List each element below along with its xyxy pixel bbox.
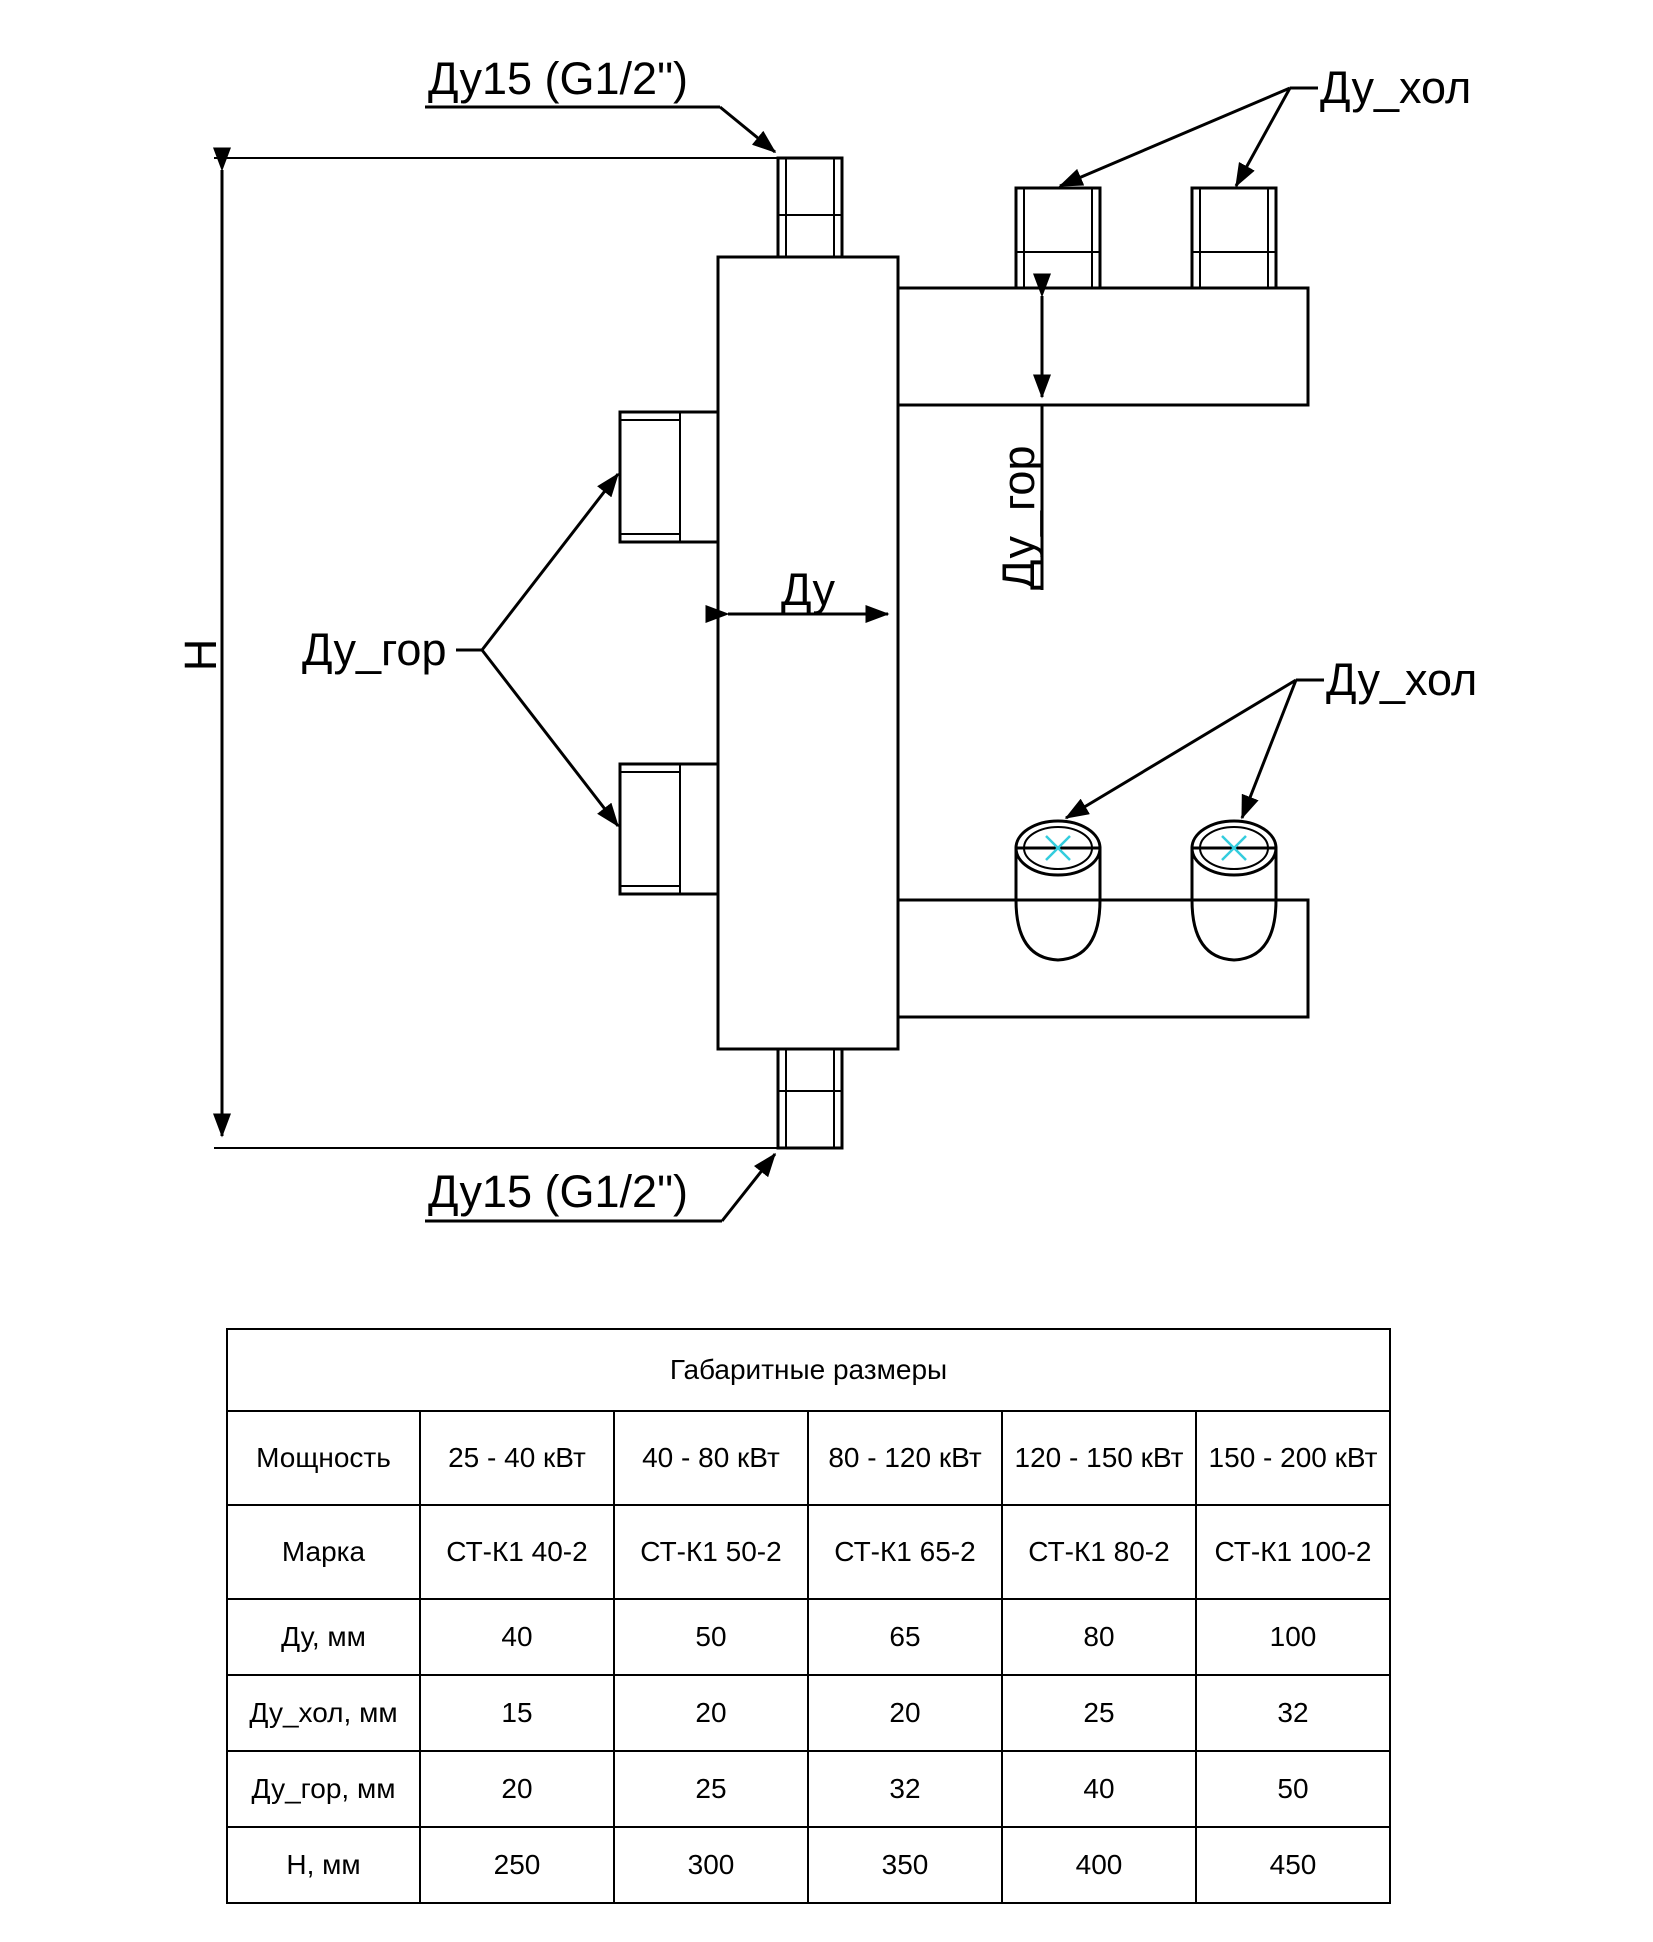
cold-nozzle-bottom-2 [1190, 819, 1278, 962]
table-cell: СТ-К1 50-2 [613, 1504, 809, 1600]
table-cell: 40 - 80 кВт [613, 1410, 809, 1506]
row-header: Ду_гор, мм [226, 1750, 421, 1828]
table-cell: 25 - 40 кВт [419, 1410, 615, 1506]
table-cell: 20 [613, 1674, 809, 1752]
row-header: Мощность [226, 1410, 421, 1506]
dimensions-table: Габаритные размеры Мощность 25 - 40 кВт … [225, 1328, 1392, 1904]
table-cell: 32 [807, 1750, 1003, 1828]
table-cell: 25 [613, 1750, 809, 1828]
table-cell: СТ-К1 100-2 [1194, 1504, 1392, 1600]
table-row: Ду_гор, мм 20 25 32 40 50 [226, 1750, 1392, 1828]
table-cell: 120 - 150 кВт [1001, 1410, 1197, 1506]
table-row: Мощность 25 - 40 кВт 40 - 80 кВт 80 - 12… [226, 1410, 1392, 1506]
table-cell: 50 [613, 1598, 809, 1676]
hot-left-leader [456, 472, 620, 828]
table-cell: 80 [1001, 1598, 1197, 1676]
lower-branch [896, 898, 1310, 1019]
table-cell: 40 [1001, 1750, 1197, 1828]
height-dimension [213, 147, 778, 1149]
bottom-fitting-label: Ду15 (G1/2") [428, 1166, 688, 1217]
table-row: Марка СТ-К1 40-2 СТ-К1 50-2 СТ-К1 65-2 С… [226, 1504, 1392, 1600]
table-title: Габаритные размеры [225, 1328, 1392, 1412]
hot-left-label: Ду_гор [302, 624, 446, 675]
top-fitting-leader [425, 105, 777, 154]
table-cell: 20 [807, 1674, 1003, 1752]
table-cell: 15 [419, 1674, 615, 1752]
table-cell: СТ-К1 80-2 [1001, 1504, 1197, 1600]
cold-bottom-leader [1064, 678, 1324, 820]
table-cell: 450 [1194, 1826, 1392, 1904]
main-body [716, 255, 900, 1051]
table-title-row: Габаритные размеры [225, 1328, 1392, 1412]
collector-drawing: Н Ду Ду_гор Ду15 (G1/2") Ду15 (G1/2") Ду… [175, 53, 1477, 1223]
height-label: Н [175, 639, 226, 672]
hot-nozzle-lower [618, 762, 720, 896]
cold-nozzle-top-2 [1190, 186, 1278, 290]
bottom-fitting [776, 1047, 844, 1150]
upper-branch [896, 286, 1310, 407]
hot-nozzle-upper [618, 410, 720, 544]
table-cell: 65 [807, 1598, 1003, 1676]
table-row: Ду_хол, мм 15 20 20 25 32 [226, 1674, 1392, 1752]
top-fitting [776, 156, 844, 259]
table-cell: 150 - 200 кВт [1194, 1410, 1392, 1506]
top-fitting-label: Ду15 (G1/2") [428, 53, 688, 104]
table-cell: 40 [419, 1598, 615, 1676]
cold-nozzle-bottom-1 [1014, 819, 1102, 962]
table-cell: 25 [1001, 1674, 1197, 1752]
table-cell: 80 - 120 кВт [807, 1410, 1003, 1506]
body-diameter-dimension [705, 600, 899, 650]
table-cell: 350 [807, 1826, 1003, 1904]
row-header: Марка [226, 1504, 421, 1600]
bottom-fitting-leader [425, 1152, 777, 1223]
table-cell: 300 [613, 1826, 809, 1904]
table-cell: 32 [1194, 1674, 1392, 1752]
row-header: Ду_хол, мм [226, 1674, 421, 1752]
row-header: Н, мм [226, 1826, 421, 1904]
hot-branch-label: Ду_гор [993, 446, 1044, 590]
body-diameter-label: Ду [781, 564, 835, 615]
table-cell: 100 [1194, 1598, 1392, 1676]
table-cell: СТ-К1 40-2 [419, 1504, 615, 1600]
table-row: Ду, мм 40 50 65 80 100 [226, 1598, 1392, 1676]
table-cell: 400 [1001, 1826, 1197, 1904]
cold-top-label: Ду_хол [1320, 62, 1471, 113]
cold-bottom-label: Ду_хол [1326, 654, 1477, 705]
table-cell: 50 [1194, 1750, 1392, 1828]
row-header: Ду, мм [226, 1598, 421, 1676]
table-cell: 20 [419, 1750, 615, 1828]
table-row: Н, мм 250 300 350 400 450 [226, 1826, 1392, 1904]
table-cell: 250 [419, 1826, 615, 1904]
cold-nozzle-top-1 [1014, 186, 1102, 290]
cold-top-leader [1058, 86, 1318, 188]
table-cell: СТ-К1 65-2 [807, 1504, 1003, 1600]
